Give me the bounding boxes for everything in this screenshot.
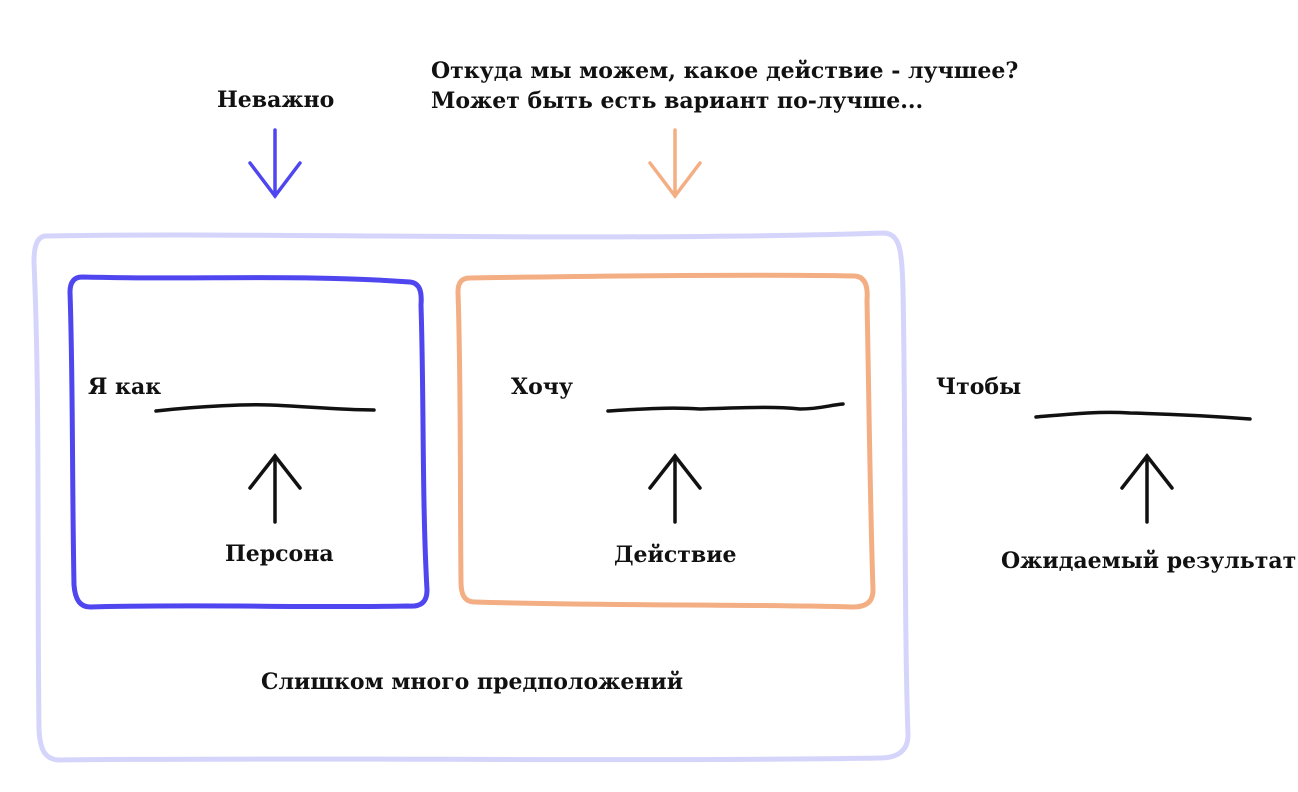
- action-label: Действие: [614, 542, 737, 568]
- result-blank-line: [1034, 410, 1252, 421]
- persona-box: [67, 274, 430, 610]
- want-label: Хочу: [511, 374, 573, 400]
- unimportant-arrow: [248, 128, 302, 199]
- question-line-1: Откуда мы можем, какое действие - лучшее…: [431, 58, 1019, 84]
- result-up-arrow: [1120, 453, 1174, 524]
- too-many-assumptions-label: Слишком много предположений: [261, 669, 684, 695]
- persona-blank-line: [154, 403, 376, 413]
- assumptions-frame: [31, 230, 911, 763]
- action-up-arrow: [648, 453, 702, 524]
- as-a-label: Я как: [88, 374, 162, 400]
- unimportant-label: Неважно: [217, 87, 335, 113]
- question-line-2: Может быть есть вариант по-лучше...: [431, 88, 924, 114]
- action-box: [455, 272, 876, 610]
- persona-up-arrow: [248, 453, 302, 524]
- expected-result-label: Ожидаемый результат: [1001, 548, 1297, 574]
- persona-label: Персона: [225, 541, 334, 567]
- so-that-label: Чтобы: [936, 374, 1022, 400]
- action-blank-line: [606, 402, 845, 413]
- question-arrow: [648, 128, 702, 199]
